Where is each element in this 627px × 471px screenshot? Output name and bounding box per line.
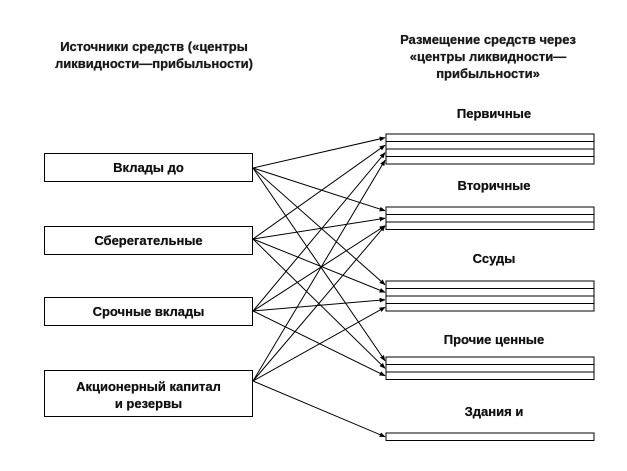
connection-arrow [252, 225, 386, 312]
connection-arrow [252, 144, 386, 240]
destination-label-primary: Первичные [456, 106, 532, 121]
sources-header: Источники средств («центры ликвидности—п… [34, 38, 274, 72]
sources-header-line: Источники средств («центры [60, 39, 248, 54]
connection-arrow [252, 152, 386, 312]
destination-box [385, 356, 595, 380]
source-box-label: Вклады до [113, 160, 184, 175]
placements-header-line: «центры ликвидности— [409, 49, 567, 64]
destination-label-other-securities: Прочие ценные [443, 332, 545, 347]
source-box-savings: Сберегательные [44, 226, 253, 255]
placements-header: Размещение средств через «центры ликвидн… [372, 31, 604, 82]
source-box-label: Акционерный капитал [76, 378, 221, 394]
connection-arrow [252, 167, 386, 362]
destination-label-secondary: Вторичные [457, 178, 531, 193]
source-box-demand-deposits: Вклады до [44, 153, 253, 182]
placements-header-line: прибыльности» [436, 66, 540, 81]
connection-arrow [252, 159, 386, 382]
destination-label-buildings: Здания и [464, 404, 524, 419]
connection-arrow [252, 380, 386, 438]
source-box-label-group: Акционерный капитал и резервы [76, 378, 221, 412]
destination-label-loans: Ссуды [472, 251, 516, 266]
connection-arrow [252, 310, 386, 377]
connection-arrow [252, 297, 386, 312]
source-box-label: Сберегательные [94, 233, 203, 248]
source-box-label: и резервы [114, 395, 183, 411]
connection-arrow [252, 216, 386, 240]
connection-arrow [252, 167, 386, 212]
connection-arrow [252, 238, 386, 293]
placements-header-line: Размещение средств через [400, 32, 576, 47]
destination-box [385, 432, 595, 441]
connection-arrow [252, 225, 386, 382]
source-box-equity-reserves: Акционерный капитал и резервы [44, 370, 253, 417]
connection-arrow [252, 167, 386, 286]
destination-box [385, 206, 595, 230]
connection-arrow [252, 136, 386, 169]
source-box-label: Срочные вклады [92, 304, 205, 319]
connection-arrow [252, 306, 386, 382]
sources-header-line: ликвидности—прибыльности) [55, 56, 253, 71]
source-box-time-deposits: Срочные вклады [44, 297, 253, 326]
